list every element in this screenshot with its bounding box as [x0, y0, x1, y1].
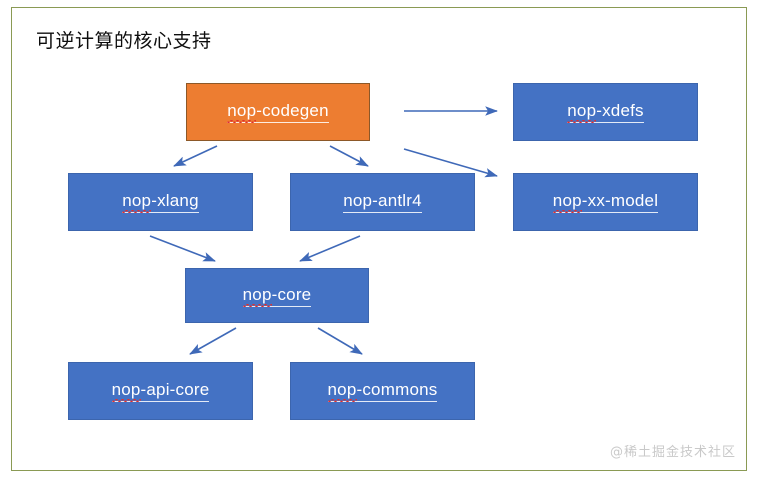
arrow-nop-codegen-to-nop-antlr4: [329, 145, 369, 167]
spellcheck-underlined-token: nop: [327, 380, 357, 402]
arrow-nop-core-to-nop-api-core: [189, 327, 237, 355]
node-label: nop-api-core: [111, 380, 210, 402]
spellcheck-underlined-token: nop: [552, 191, 582, 213]
node-label: nop-antlr4: [343, 191, 422, 213]
arrow-nop-codegen-to-nop-xx-model: [403, 148, 498, 178]
node-nop-commons[interactable]: nop-commons: [290, 362, 475, 420]
page-title: 可逆计算的核心支持: [36, 30, 212, 52]
node-label-rest: -commons: [356, 380, 438, 399]
node-label-rest: -api-core: [140, 380, 210, 399]
arrow-nop-antlr4-to-nop-core: [299, 235, 361, 262]
node-label: nop-xlang: [122, 191, 199, 213]
spellcheck-underlined-token: nop: [242, 284, 272, 307]
spellcheck-underlined-token: nop: [567, 101, 597, 123]
node-label: nop-commons: [327, 380, 438, 402]
node-label: nop-xdefs: [567, 101, 644, 123]
arrow-nop-codegen-to-nop-xlang: [173, 145, 218, 167]
node-label-rest: -xx-model: [581, 191, 659, 210]
node-label-rest: -codegen: [256, 101, 329, 120]
node-nop-xx-model[interactable]: nop-xx-model: [513, 173, 698, 231]
node-label-rest: -xdefs: [596, 101, 644, 120]
node-nop-xlang[interactable]: nop-xlang: [68, 173, 253, 231]
node-nop-api-core[interactable]: nop-api-core: [68, 362, 253, 420]
node-nop-antlr4[interactable]: nop-antlr4: [290, 173, 475, 231]
spellcheck-underlined-token: nop: [227, 101, 257, 123]
spellcheck-underlined-token: nop: [111, 380, 141, 402]
node-label: nop-xx-model: [552, 191, 659, 213]
node-label-rest: -core: [271, 284, 312, 304]
node-nop-codegen[interactable]: nop-codegen: [186, 83, 370, 141]
arrow-nop-xlang-to-nop-core: [149, 235, 216, 262]
node-nop-xdefs[interactable]: nop-xdefs: [513, 83, 698, 141]
node-nop-core[interactable]: nop-core: [185, 268, 369, 323]
node-label-rest: -xlang: [151, 191, 199, 210]
node-label: nop-codegen: [227, 101, 329, 123]
arrow-nop-core-to-nop-commons: [317, 327, 363, 355]
node-label: nop-core: [242, 284, 312, 307]
watermark: @稀土掘金技术社区: [609, 445, 736, 460]
spellcheck-underlined-token: nop: [122, 191, 152, 213]
